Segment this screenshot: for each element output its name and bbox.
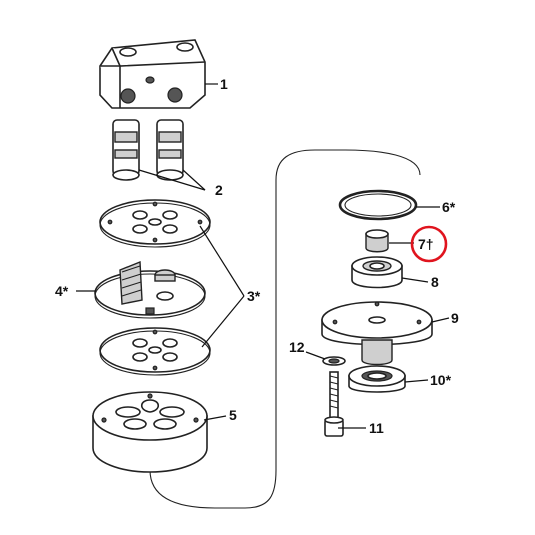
callout-9: 9 <box>451 310 459 326</box>
callout-1: 1 <box>220 76 228 92</box>
callout-4: 4* <box>55 283 69 299</box>
part-4-valve-plate-assembly <box>94 260 206 319</box>
part-7-bushing <box>365 229 389 253</box>
part-10-seal <box>348 365 406 393</box>
grouping-loop-line <box>149 149 421 509</box>
part-2-fittings <box>112 119 184 181</box>
part-11-bolt <box>324 371 344 437</box>
callout-5: 5 <box>229 407 237 423</box>
callout-10: 10* <box>430 372 452 388</box>
part-8-bearing <box>351 256 403 289</box>
callout-11: 11 <box>369 420 384 436</box>
callout-3: 3* <box>247 288 261 304</box>
callout-12: 12 <box>289 339 305 355</box>
part-3-lower-plate <box>99 327 211 376</box>
part-5-bottom-housing <box>92 391 208 473</box>
callout-8: 8 <box>431 274 439 290</box>
highlight-circle <box>410 225 448 263</box>
part-12-washer <box>322 356 346 366</box>
callout-labels: 1 2 3* 4* 5 6* 7† 8 9 10* 11 12 <box>55 76 459 436</box>
leader-lines <box>76 83 450 429</box>
part-6-o-ring <box>338 189 418 221</box>
callout-6: 6* <box>442 199 456 215</box>
callout-2: 2 <box>215 182 223 198</box>
callout-7: 7† <box>418 236 434 252</box>
part-9-drive-plate <box>321 301 433 366</box>
part-3-upper-plate <box>99 199 211 248</box>
part-1-top-housing <box>99 39 206 109</box>
